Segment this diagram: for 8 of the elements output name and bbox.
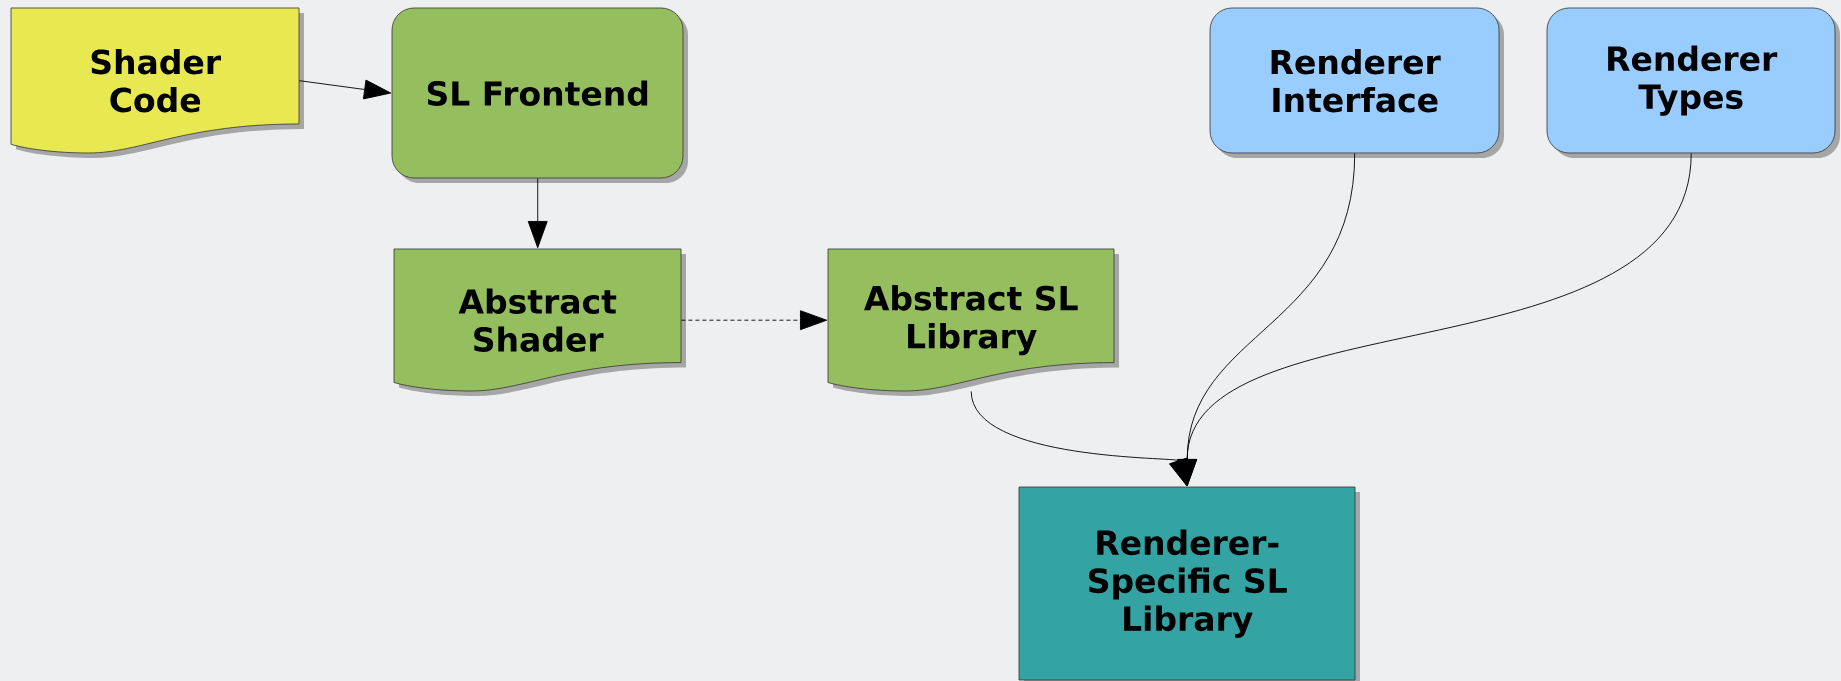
rounded-box: Renderer Types	[1546, 7, 1840, 158]
rounded-box: SL Frontend	[391, 7, 688, 183]
arrow	[1177, 152, 1692, 487]
arrow	[527, 177, 548, 249]
rounded-box: Renderer Interface	[1209, 7, 1504, 158]
process-box: Renderer-Specific SL Library	[1018, 486, 1360, 681]
arrow	[680, 310, 828, 331]
arrow	[298, 79, 392, 100]
